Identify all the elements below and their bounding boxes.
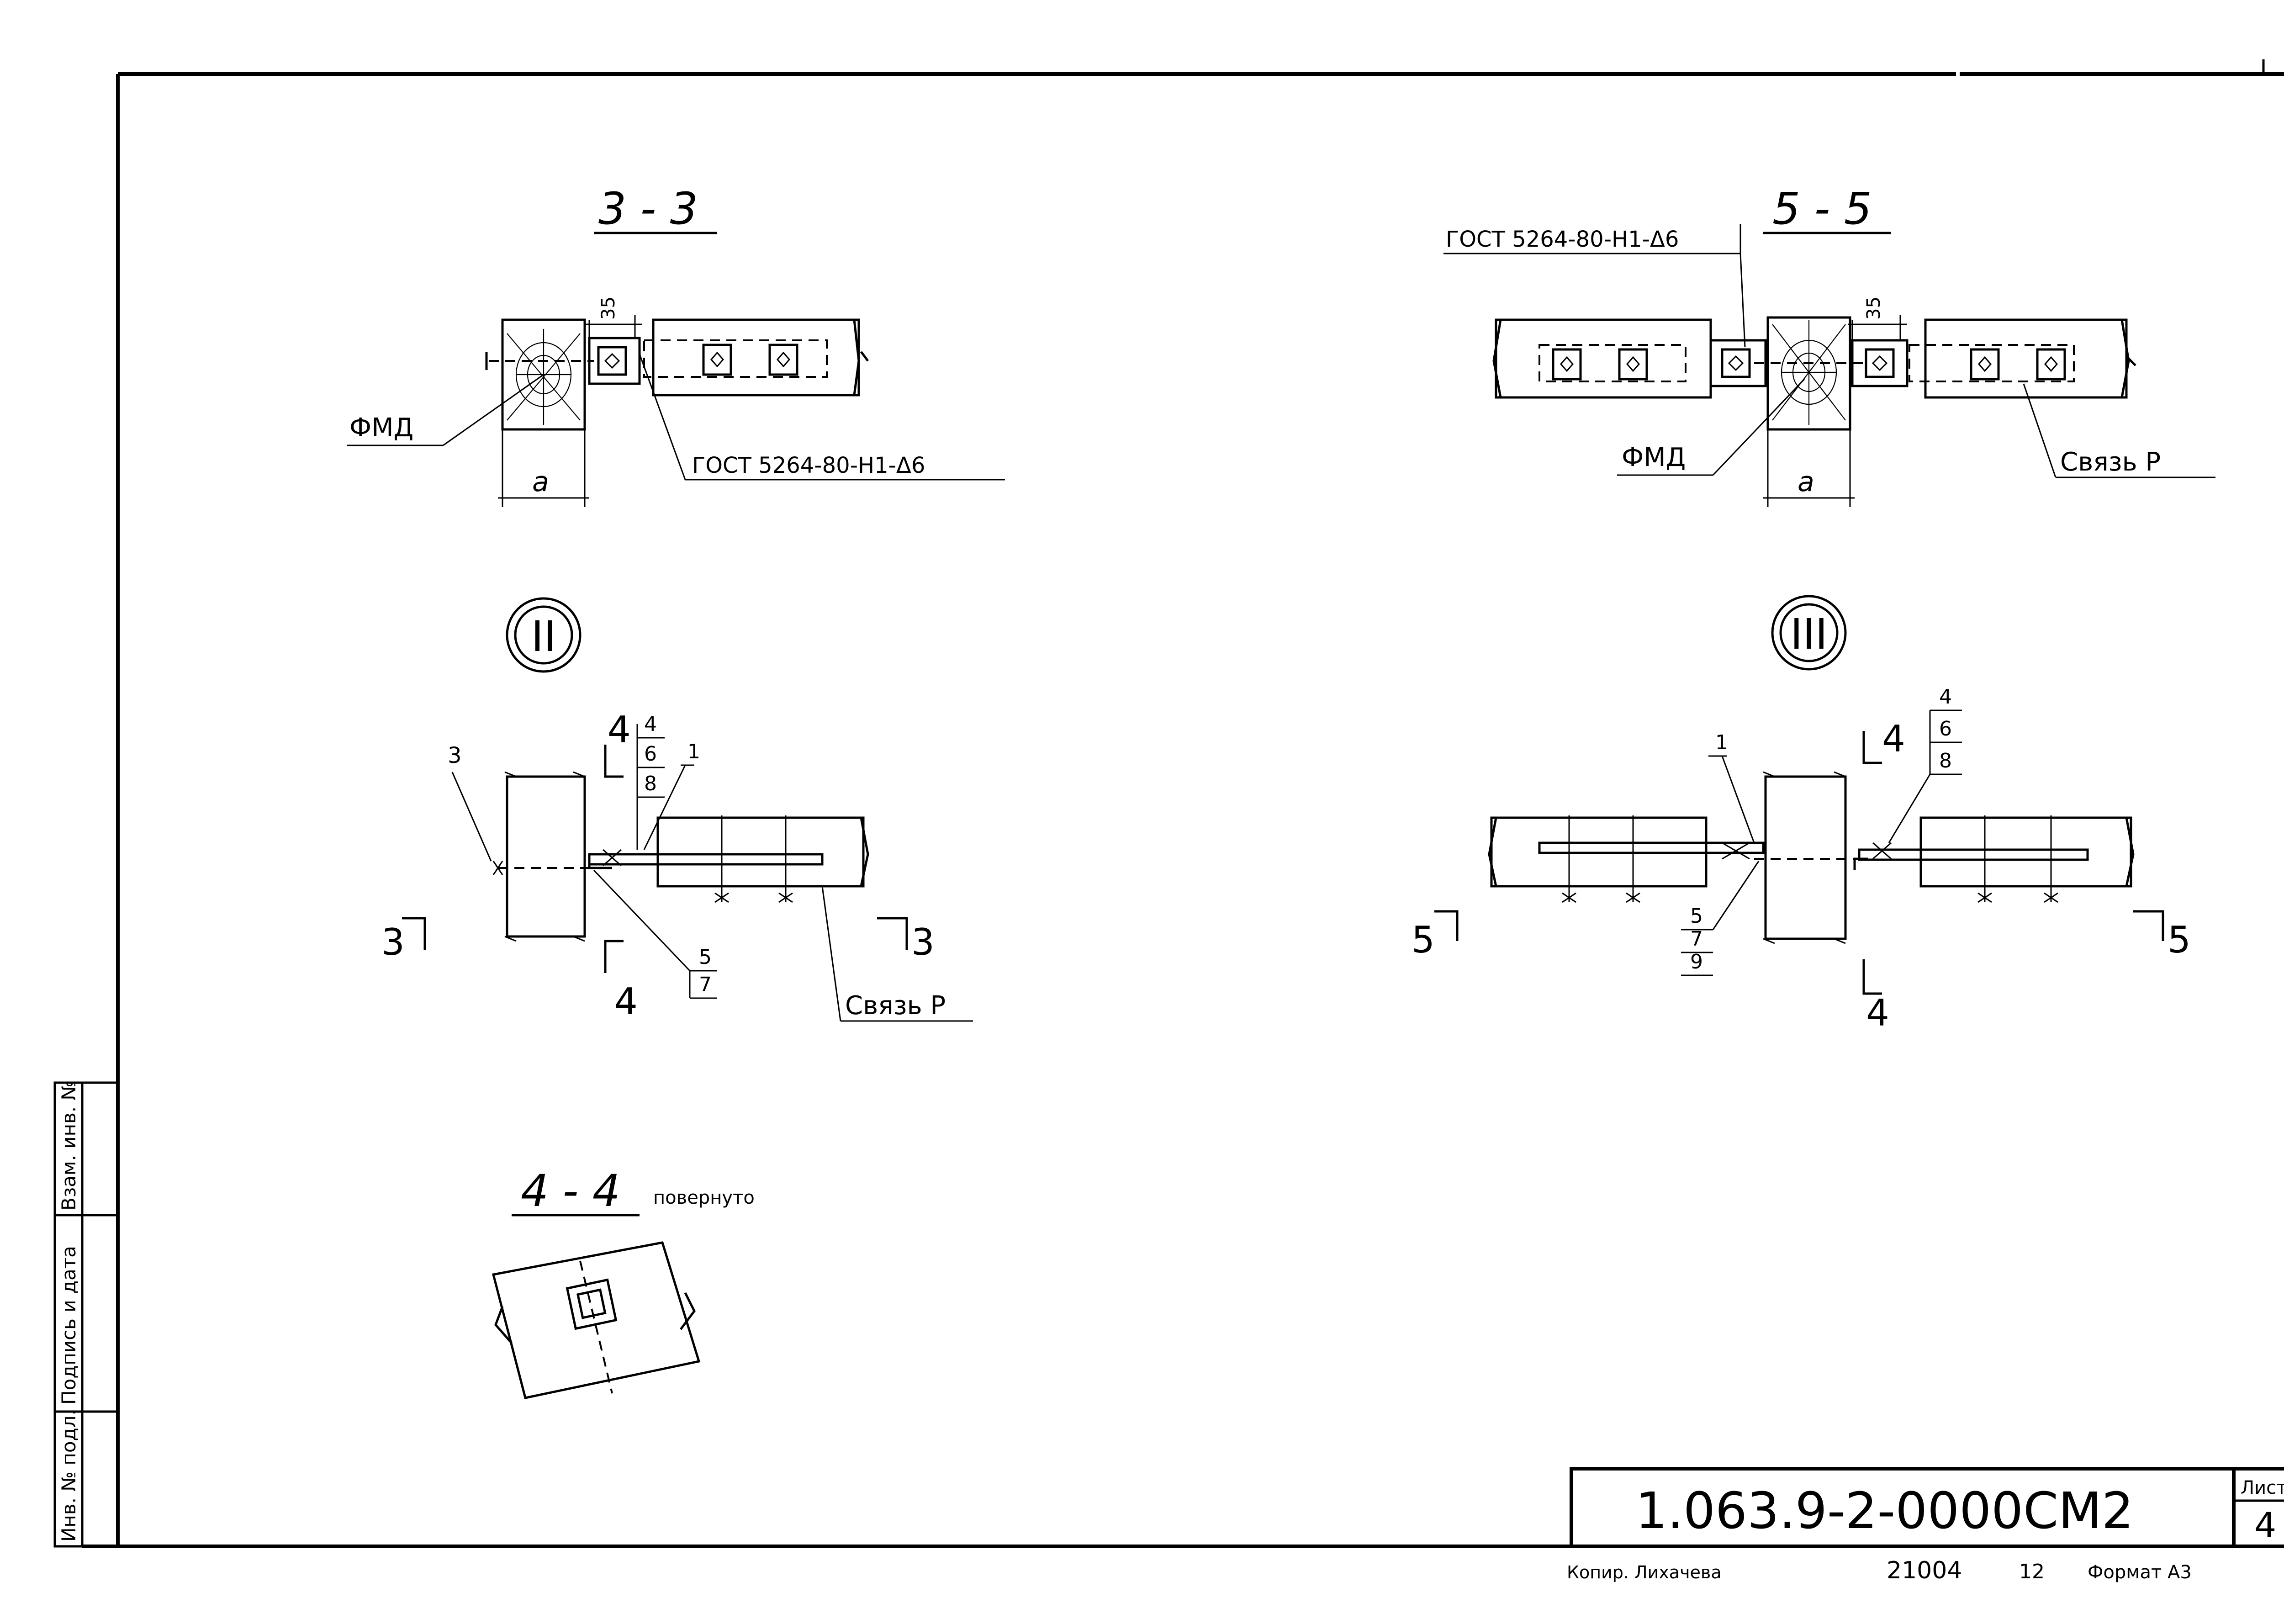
cut-4-top-III: 4 — [1882, 718, 1905, 760]
label-link-s55: Связь Р — [2060, 447, 2161, 477]
dim-a-s55: а — [1798, 466, 1814, 498]
side-inv-orig: Инв. № подл. — [58, 1409, 80, 1542]
section-4-4-title: 4 - 4 — [521, 1165, 620, 1217]
callout-III-4: 4 — [1939, 685, 1952, 709]
callout-III-5: 5 — [1690, 905, 1703, 928]
footer: Копир. Лихачева 21004 12 Формат А3 — [1567, 1557, 2192, 1584]
cut-4-bottom-II: 4 — [614, 980, 638, 1023]
stamp-sheet-number: 4 — [2254, 1505, 2276, 1545]
fmd-hatch-55 — [1772, 320, 1846, 425]
label-fmd-s55: ФМД — [1622, 443, 1686, 472]
cut-4-top-II: 4 — [608, 709, 631, 751]
label-gost-s55: ГОСТ 5264-80-Н1-Δ6 — [1446, 227, 1679, 252]
section-4-4: 4 - 4 повернуто — [492, 1165, 755, 1399]
callout-III-9: 9 — [1690, 950, 1703, 973]
callout-II-7: 7 — [699, 973, 712, 996]
cut-4-bottom-III: 4 — [1866, 992, 1889, 1034]
callout-II-5: 5 — [699, 946, 712, 969]
callout-III-8: 8 — [1939, 749, 1952, 772]
section-4-4-note: повернуто — [653, 1187, 755, 1208]
side-sign-date: Подпись и дата — [58, 1246, 80, 1405]
node-II: II 3 4 4 6 8 1 5 7 — [381, 597, 973, 1023]
cut-5-left: 5 — [1412, 919, 1435, 961]
dim-35-s33: 35 — [598, 296, 619, 320]
label-fmd-s33: ФМД — [349, 413, 413, 443]
cut-3-left: 3 — [381, 921, 405, 963]
footer-page: 12 — [2019, 1560, 2045, 1583]
stamp-designation: 1.063.9-2-0000СМ2 — [1635, 1481, 2134, 1540]
fmd-hatch — [507, 329, 581, 425]
stamp-sheet-label: Лист — [2241, 1477, 2284, 1498]
callout-II-1: 1 — [687, 740, 700, 763]
cut-3-right: 3 — [911, 921, 935, 963]
section-5-5-title: 5 - 5 — [1772, 183, 1872, 234]
node-II-roman: II — [531, 612, 556, 661]
title-stamp: 1.063.9-2-0000СМ2 Лист 4 — [1570, 1467, 2284, 1548]
callout-II-6: 6 — [644, 742, 657, 766]
callout-II-8: 8 — [644, 772, 657, 795]
dim-35-s55: 35 — [1863, 296, 1884, 320]
footer-order: 21004 — [1887, 1557, 1962, 1584]
footer-format: Формат А3 — [2088, 1562, 2192, 1583]
section-3-3-title: 3 - 3 — [598, 183, 698, 234]
section-3-3: 3 - 3 35 а ФМД — [347, 183, 1005, 507]
node-III-roman: III — [1790, 610, 1827, 659]
dim-a-s33: а — [532, 466, 549, 498]
node-III: III 1 4 4 6 8 — [1412, 595, 2191, 1034]
section-5-5: 5 - 5 ГОСТ 5264-80-Н1-Δ6 — [1443, 183, 2215, 507]
label-gost-s33: ГОСТ 5264-80-Н1-Δ6 — [692, 453, 925, 478]
side-replace-inv: Взам. инв. № — [58, 1080, 80, 1211]
footer-copied: Копир. Лихачева — [1567, 1562, 1722, 1582]
callout-III-7: 7 — [1690, 927, 1703, 951]
callout-II-4: 4 — [644, 713, 657, 736]
callout-III-1: 1 — [1715, 731, 1728, 754]
callout-3: 3 — [448, 743, 462, 768]
side-stamp-block: Инв. № подл. Подпись и дата Взам. инв. № — [53, 1080, 119, 1548]
sheet-frame — [82, 59, 2284, 1548]
label-link-II: Связь Р — [845, 991, 946, 1021]
callout-III-6: 6 — [1939, 717, 1952, 741]
cut-5-right: 5 — [2168, 919, 2191, 961]
